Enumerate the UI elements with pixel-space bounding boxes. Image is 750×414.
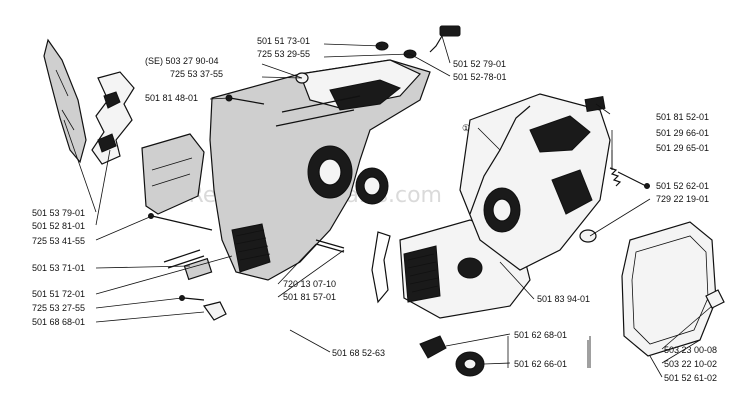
bracket-plate	[91, 71, 135, 165]
fan-housing	[459, 93, 611, 271]
chain-catcher-plate	[43, 38, 87, 164]
connector-plug	[429, 25, 461, 53]
label-725533755: 725 53 37-55	[170, 69, 223, 79]
label-501537101: 501 53 71-01	[32, 263, 85, 273]
long-rod	[315, 239, 345, 253]
label-501527901: 501 52 79-01	[453, 59, 506, 69]
switch-block	[584, 95, 606, 113]
label-501685263: 501 68 52-63	[332, 348, 385, 358]
label-se503279004: (SE) 503 27 90-04	[145, 56, 219, 66]
label-501526201: 501 52 62-01	[656, 181, 709, 191]
group-bracket-right	[507, 336, 591, 368]
screw-right	[617, 171, 650, 189]
gasket	[371, 231, 391, 304]
clutch-drum	[355, 167, 389, 205]
crankcase-housing	[209, 59, 431, 281]
label-501815701: 501 81 57-01	[283, 292, 336, 302]
cap-gasket	[419, 335, 447, 359]
spacer-right	[579, 229, 597, 243]
label-501526102: 501 52 61-02	[664, 373, 717, 383]
label-501814801: 501 81 48-01	[145, 93, 198, 103]
label-501537901: 501 53 79-01	[32, 208, 85, 218]
label-501296501: 501 29 65-01	[656, 143, 709, 153]
label-729221901: 729 22 19-01	[656, 194, 709, 204]
label-501815201: 501 81 52-01	[656, 112, 709, 122]
label-501296601: 501 29 66-01	[656, 128, 709, 138]
small-screw	[179, 295, 205, 301]
label-501527801: 501 52-78-01	[453, 72, 507, 82]
nut-right	[705, 289, 725, 309]
label-720130710: 720 13 07-10	[283, 279, 336, 289]
label-725534155: 725 53 41-55	[32, 236, 85, 246]
label-503221002: 503 22 10-02	[664, 359, 717, 369]
guide-plate	[141, 133, 205, 215]
label-501686801: 501 68 68-01	[32, 317, 85, 327]
screw-long	[148, 213, 213, 231]
label-circled-one: ①	[462, 123, 470, 133]
oil-cap	[455, 351, 485, 377]
label-501626601: 501 62 66-01	[514, 359, 567, 369]
spring-right	[609, 167, 622, 187]
label-501517301: 501 51 73-01	[257, 36, 310, 46]
label-725532955: 725 53 29-55	[257, 49, 310, 59]
label-725532755: 725 53 27-55	[32, 303, 85, 313]
clip-part	[202, 301, 227, 321]
label-501626801: 501 62 68-01	[514, 330, 567, 340]
label-503230008: 503 23 00-08	[664, 345, 717, 355]
label-501528101: 501 52 81-01	[32, 221, 85, 231]
label-501517201: 501 51 72-01	[32, 289, 85, 299]
starter-gasket	[621, 221, 717, 357]
leader-lines	[63, 35, 713, 378]
label-501839401: 501 83 94-01	[537, 294, 590, 304]
